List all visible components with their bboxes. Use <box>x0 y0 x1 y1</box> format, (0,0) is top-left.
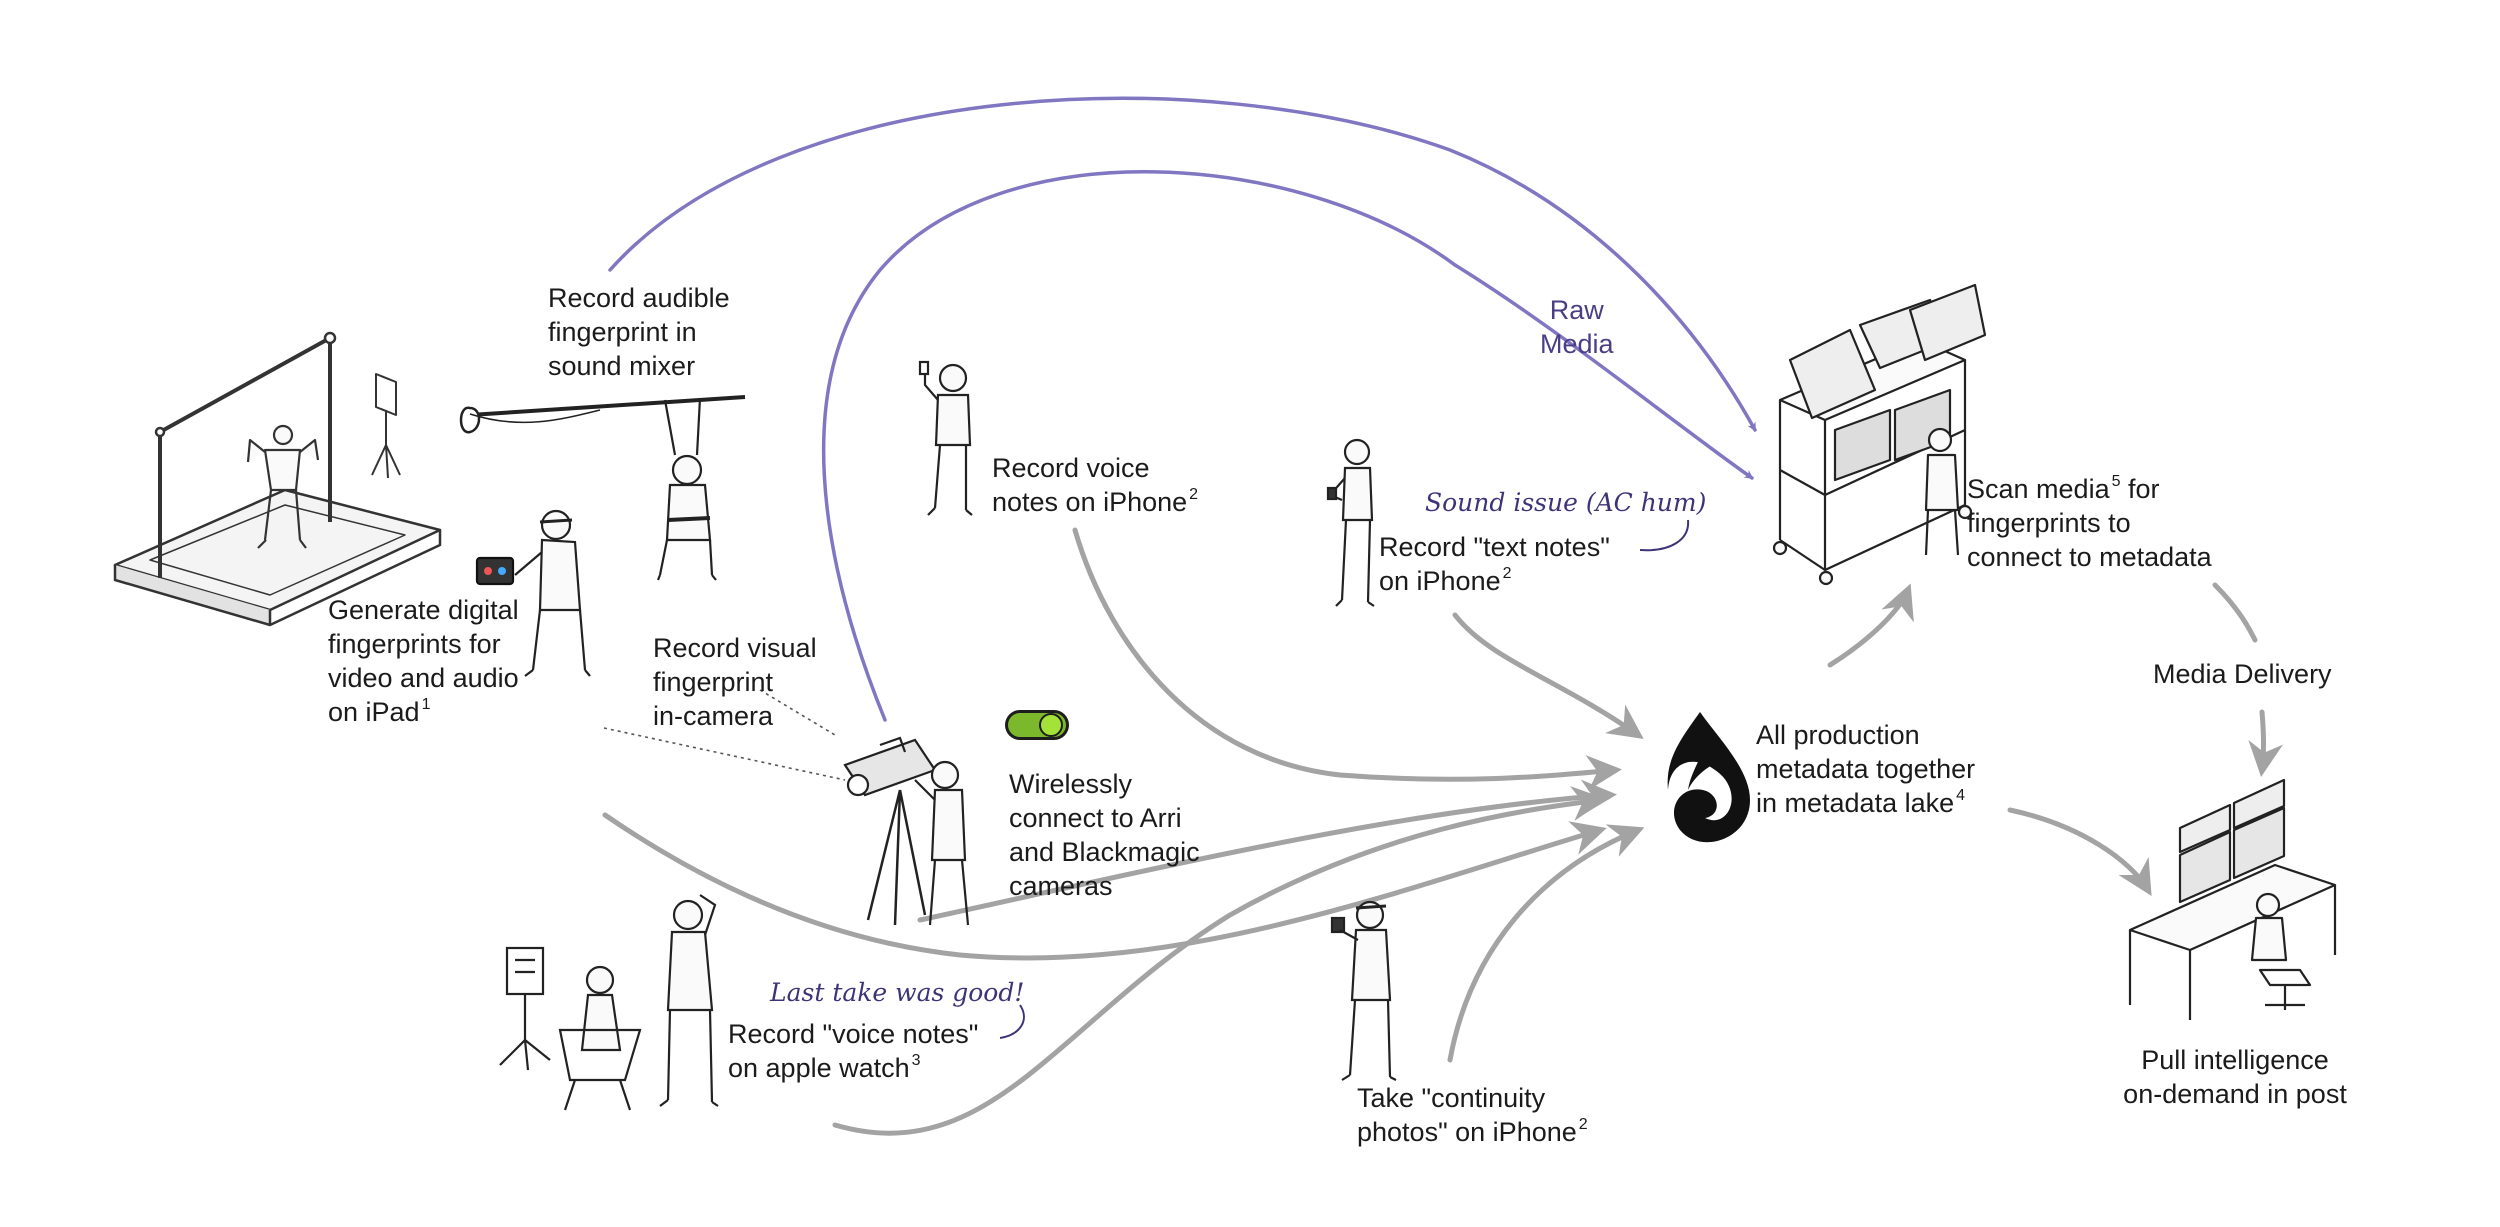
note-pointer-watch <box>999 1004 1025 1039</box>
flow-lake-to-cart <box>1827 583 1914 668</box>
footnote-marker: 1 <box>421 696 431 713</box>
label-sound-mixer: Record audible fingerprint in sound mixe… <box>548 283 730 381</box>
wrestler-figure <box>246 424 320 549</box>
label-in-camera: Record visual fingerprint in-camera <box>653 633 817 731</box>
flow-watch <box>832 786 1607 1136</box>
footnote-marker: 4 <box>1956 787 1966 804</box>
boom-operator-illustration <box>459 395 746 581</box>
note-sound-issue: Sound issue (AC hum) <box>1425 488 1707 517</box>
metadata-lake-flame-icon <box>1667 712 1750 843</box>
label-wireless: Wirelessly connect to Arri and Blackmagi… <box>1009 769 1200 901</box>
flow-lake-to-post <box>2007 807 2152 896</box>
label-ipad: Generate digital fingerprints for video … <box>328 595 519 727</box>
raw-media-flows <box>608 96 1757 722</box>
flow-text-notes <box>1452 612 1644 740</box>
flow-ipad <box>602 812 1607 961</box>
raw-flow-sound-2 <box>1453 263 1754 480</box>
label-media-delivery: Media Delivery <box>2153 659 2332 689</box>
metadata-flows <box>602 527 2284 1136</box>
text-notes-person-illustration <box>1326 438 1375 607</box>
footnote-marker: 2 <box>1502 565 1512 582</box>
wireless-toggle-icon <box>1005 710 1069 740</box>
footnote-marker: 3 <box>911 1052 921 1069</box>
note-last-take: Last take was good! <box>770 978 1025 1007</box>
sight-lines <box>603 689 846 781</box>
label-metadata-lake: All production metadata together in meta… <box>1756 720 1976 818</box>
set-stage-illustration <box>113 331 442 627</box>
flow-media-delivery-bottom <box>2248 709 2284 777</box>
flow-voice-notes <box>1072 527 1622 790</box>
note-pointer-sound <box>1639 519 1690 552</box>
watch-people-illustration <box>499 894 719 1111</box>
iphone-voice-person-illustration <box>918 360 973 516</box>
flow-continuity <box>1447 824 1645 1063</box>
flow-camera <box>917 779 1617 923</box>
camera-operator-illustration <box>843 736 970 926</box>
flow-media-delivery-top <box>2212 582 2258 643</box>
label-pull-intelligence: Pull intelligence on-demand in post <box>2123 1045 2347 1109</box>
raw-flow-sound <box>608 96 1757 432</box>
continuity-photographer-illustration <box>1330 900 1397 1081</box>
footnote-marker: 2 <box>1189 486 1199 503</box>
footnote-marker: 5 <box>2111 473 2121 490</box>
editor-desk-illustration <box>2128 778 2337 1020</box>
label-raw-media: Raw Media <box>1540 295 1614 359</box>
footnote-marker: 2 <box>1578 1116 1588 1133</box>
light-stand <box>371 373 401 479</box>
ipad-operator-illustration <box>475 509 591 677</box>
raw-flow-camera <box>821 170 1457 722</box>
dit-cart-illustration <box>1772 283 1987 586</box>
